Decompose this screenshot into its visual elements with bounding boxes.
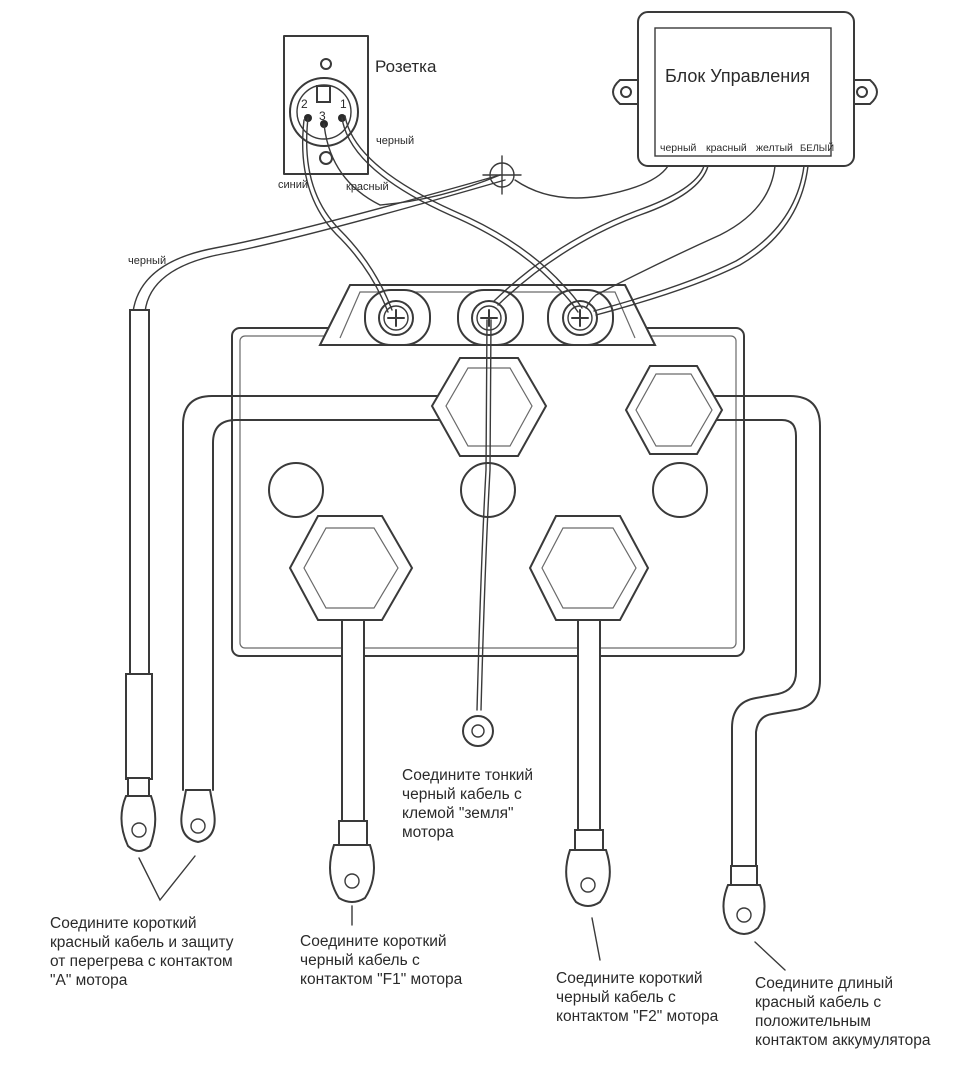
cable-battery: [699, 395, 821, 935]
screw-terminal-left: [364, 289, 431, 346]
screw-terminal-right: [547, 289, 614, 346]
hex-nut-top-right: [624, 365, 724, 455]
cable-f2: [528, 515, 650, 907]
control-box-wire-yellow: желтый: [756, 142, 793, 154]
caption-battery-contact: Соедините длиный красный кабель с положи…: [755, 975, 931, 1049]
caption-f2-contact: Соедините короткий черный кабель с конта…: [556, 970, 719, 1025]
caption-f1-contact: Соедините короткий черный кабель с конта…: [300, 933, 463, 988]
socket-wire-blue-label: синий: [278, 179, 308, 191]
control-box-wire-red: красный: [706, 142, 747, 154]
left-wire-label: черный: [128, 255, 166, 267]
junction-point: [482, 155, 522, 195]
socket-wire-black-label: черный: [376, 135, 414, 147]
control-box: [612, 11, 878, 167]
control-box-wire-white: БЕЛЫЙ: [800, 142, 834, 154]
socket-pin-3: 3: [319, 109, 326, 123]
mounting-hole-right: [652, 462, 708, 518]
mounting-hole-left: [268, 462, 324, 518]
control-box-wire-black: черный: [660, 142, 696, 154]
thermal-wire: [120, 174, 506, 852]
socket-wires: [301, 115, 583, 313]
socket-pin-2: 2: [301, 97, 308, 111]
caption-ground-contact: Соедините тонкий черный кабель с клемой …: [402, 767, 534, 841]
ground-wire: [462, 319, 494, 747]
cable-f1: [288, 515, 414, 903]
socket-pin-1: 1: [340, 97, 347, 111]
control-box-title: Блок Управления: [665, 66, 810, 86]
socket-title: Розетка: [375, 57, 437, 76]
caption-pointers: [138, 855, 786, 971]
socket-wire-red-label: красный: [346, 181, 389, 193]
control-box-wires: [493, 165, 809, 316]
socket: [283, 35, 369, 175]
caption-a-contact: Соедините короткий красный кабель и защи…: [50, 915, 234, 989]
cable-a: [180, 395, 441, 844]
hex-nut-top-center: [430, 357, 548, 457]
